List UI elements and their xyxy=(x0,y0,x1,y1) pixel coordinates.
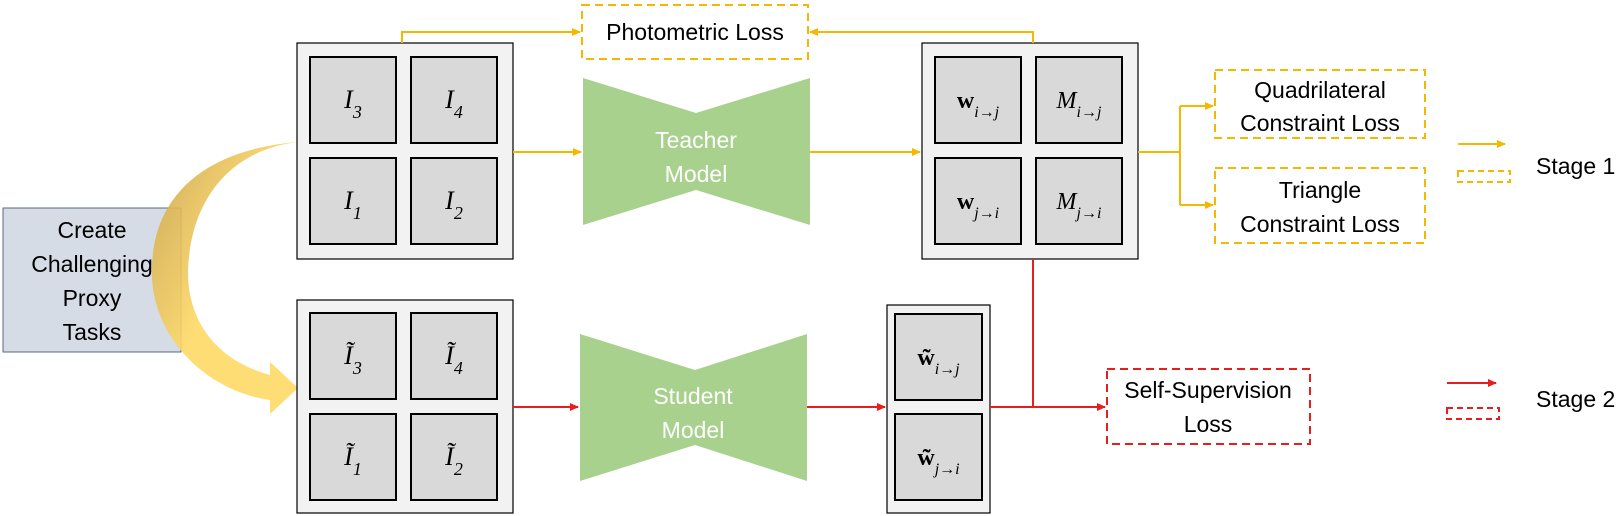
student-output-flow-ji-cell-subscript: j→i xyxy=(933,461,960,478)
teacher-output-mask-ji-cell-symbol: M xyxy=(1056,189,1079,215)
student-frame-3-subscript: 3 xyxy=(352,358,362,378)
photometric-loss-box: Photometric Loss xyxy=(581,4,809,60)
create-proxy-tasks-box: Create Challenging Proxy Tasks xyxy=(2,207,182,353)
teacher-frame-1-subscript: 1 xyxy=(353,203,362,223)
create-box-line-4: Tasks xyxy=(63,319,122,345)
teacher-output-flow-ji-cell-symbol: w xyxy=(957,189,975,215)
self-supervision-loss-line-1: Self-Supervision xyxy=(1124,377,1291,403)
teacher-output-flow-ji-cell: wj→i xyxy=(934,157,1022,245)
teacher-output-flow-ij-cell-symbol: w xyxy=(957,88,975,114)
teacher-frame-2: I2 xyxy=(410,157,498,245)
quadrilateral-loss-box: Quadrilateral Constraint Loss xyxy=(1214,69,1426,139)
output-to-constraint-trunk xyxy=(1138,106,1181,205)
stage2-connectors xyxy=(513,259,1106,411)
teacher-output-flow-ji-cell-label: wj→i xyxy=(957,189,999,222)
quadrilateral-loss-line-1: Quadrilateral xyxy=(1254,77,1386,103)
student-output-flow-ji-cell: w̃j→i xyxy=(894,413,983,501)
teacher-frame-4-label: I4 xyxy=(444,85,463,122)
photometric-arrow-right xyxy=(809,28,1034,43)
photometric-loss-label: Photometric Loss xyxy=(606,19,784,45)
teacher-frame-4-subscript: 4 xyxy=(454,102,463,122)
teacher-frame-4: I4 xyxy=(410,56,498,144)
proxy-task-curved-arrow xyxy=(151,142,298,414)
create-box-line-1: Create xyxy=(57,217,126,243)
teacher-output-mask-ij-cell-label: Mi→j xyxy=(1056,88,1102,121)
student-frame-4-subscript: 4 xyxy=(454,358,463,378)
teacher-model-line-2: Model xyxy=(665,161,728,187)
stage1-connectors xyxy=(401,28,1214,209)
student-frame-1-subscript: 1 xyxy=(353,459,362,479)
triangle-loss-box: Triangle Constraint Loss xyxy=(1214,167,1426,244)
teacher-frame-1-symbol: I xyxy=(343,186,354,215)
triangle-loss-line-1: Triangle xyxy=(1279,177,1361,203)
teacher-frame-2-subscript: 2 xyxy=(454,203,463,223)
self-supervision-loss-box: Self-Supervision Loss xyxy=(1106,368,1311,445)
teacher-output-mask-ij-cell: Mi→j xyxy=(1035,56,1123,144)
teacher-frame-2-label: I2 xyxy=(444,186,463,223)
student-output-flow-ij-cell-label: w̃i→j xyxy=(917,345,960,378)
legend: Stage 1 Stage 2 xyxy=(1446,140,1615,420)
student-frame-2: Ĩ2 xyxy=(410,413,498,501)
teacher-output-mask-ji-cell-subscript: j→i xyxy=(1075,205,1102,222)
teacher-output-flow-ij-cell-label: wi→j xyxy=(957,88,1000,121)
student-output-flow-ij-cell: w̃i→j xyxy=(894,313,983,401)
teacher-output-mask-ji-cell: Mj→i xyxy=(1035,157,1123,245)
student-outputs: w̃i→jw̃j→i xyxy=(894,313,983,501)
teacher-frame-2-symbol: I xyxy=(444,186,455,215)
teacher-frame-3-subscript: 3 xyxy=(352,102,362,122)
teacher-frame-3: I3 xyxy=(309,56,397,144)
teacher-frame-4-symbol: I xyxy=(444,85,455,114)
legend-stage2-label: Stage 2 xyxy=(1536,386,1615,412)
student-output-flow-ij-cell-subscript: i→j xyxy=(935,361,960,378)
legend-stage2: Stage 2 xyxy=(1446,379,1615,420)
teacher-output-flow-ji-cell-subscript: j→i xyxy=(972,205,999,222)
teacher-frame-1: I1 xyxy=(309,157,397,245)
teacher-frame-3-symbol: I xyxy=(343,85,354,114)
teacher-output-mask-ij-cell-subscript: i→j xyxy=(1077,104,1102,121)
teacher-model-line-1: Teacher xyxy=(655,127,737,153)
student-output-flow-ij-cell-symbol: w̃ xyxy=(917,345,935,371)
teacher-model: Teacher Model xyxy=(583,78,810,225)
triangle-loss-line-2: Constraint Loss xyxy=(1240,211,1400,237)
photometric-arrow-left xyxy=(401,28,581,43)
student-frame-3: Ĩ3 xyxy=(309,312,397,400)
student-model-line-1: Student xyxy=(653,383,733,409)
legend-stage1-label: Stage 1 xyxy=(1536,153,1615,179)
self-supervision-loss-line-2: Loss xyxy=(1184,411,1233,437)
teacher-output-flow-ij-cell: wi→j xyxy=(934,56,1022,144)
create-box-line-2: Challenging xyxy=(31,251,152,277)
teacher-output-flow-ij-cell-subscript: i→j xyxy=(974,104,999,121)
student-output-flow-ji-cell-symbol: w̃ xyxy=(917,445,935,471)
student-output-flow-ji-cell-label: w̃j→i xyxy=(917,445,959,478)
teacher-output-mask-ji-cell-label: Mj→i xyxy=(1056,189,1102,222)
student-model: Student Model xyxy=(580,334,807,481)
teacher-frame-3-label: I3 xyxy=(343,85,362,122)
student-frame-2-subscript: 2 xyxy=(454,459,463,479)
teacher-frame-1-label: I1 xyxy=(343,186,362,223)
student-frame-1: Ĩ1 xyxy=(309,413,397,501)
quadrilateral-loss-line-2: Constraint Loss xyxy=(1240,110,1400,136)
student-frame-4: Ĩ4 xyxy=(410,312,498,400)
student-model-line-2: Model xyxy=(662,417,725,443)
teacher-output-mask-ij-cell-symbol: M xyxy=(1056,88,1079,114)
create-box-line-3: Proxy xyxy=(63,285,122,311)
legend-stage1: Stage 1 xyxy=(1457,140,1615,183)
